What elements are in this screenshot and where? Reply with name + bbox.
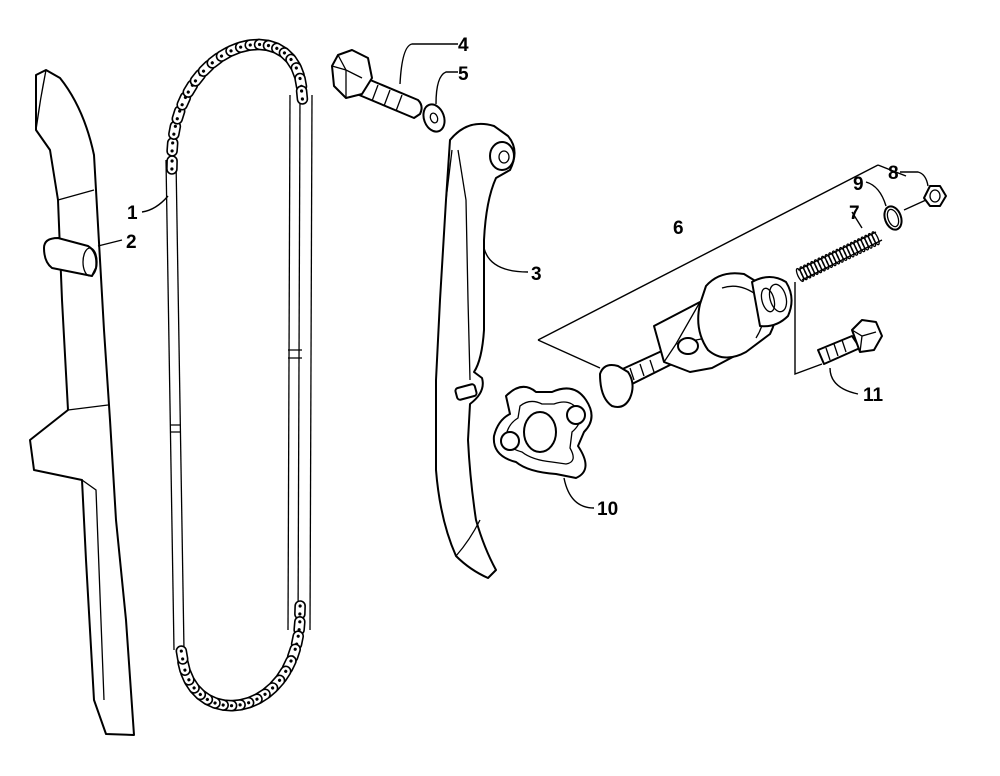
- tensioner-body-part-6: [599, 272, 793, 408]
- chain-guide-part-2: [29, 69, 135, 736]
- pivot-bolt-part-4: [331, 49, 423, 119]
- callout-8: 8: [888, 163, 899, 184]
- callout-4: 4: [458, 35, 469, 56]
- chain-link: [295, 85, 309, 105]
- callout-7: 7: [849, 203, 860, 224]
- gasket-part-10: [492, 385, 593, 479]
- callout-9: 9: [853, 174, 864, 195]
- callout-3: 3: [531, 264, 542, 285]
- callout-10: 10: [597, 499, 618, 520]
- mounting-bolt-part-11: [817, 319, 883, 365]
- chain-link: [166, 137, 179, 157]
- o-ring-part-9: [883, 205, 903, 231]
- callout-2: 2: [126, 232, 137, 253]
- spring-part-7: [795, 231, 883, 283]
- chain-links-top: [166, 38, 309, 175]
- callout-leaders: [97, 43, 929, 509]
- chain-link: [166, 155, 178, 175]
- chain-link: [294, 600, 306, 620]
- timing-chain-part-1: [165, 38, 313, 712]
- callout-labels: 1 2 3 4 5 6 7 8 9 10 11: [126, 35, 899, 520]
- chain-link: [175, 645, 189, 665]
- callout-1: 1: [127, 203, 138, 224]
- chain-links-bottom: [175, 600, 306, 712]
- callout-11: 11: [863, 385, 884, 406]
- spring-coil: [871, 231, 880, 246]
- plug-bolt-part-8: [903, 185, 947, 211]
- washer-part-5: [422, 103, 446, 133]
- callout-6: 6: [673, 218, 684, 239]
- tensioner-arm-part-3: [435, 122, 516, 579]
- callout-5: 5: [458, 64, 469, 85]
